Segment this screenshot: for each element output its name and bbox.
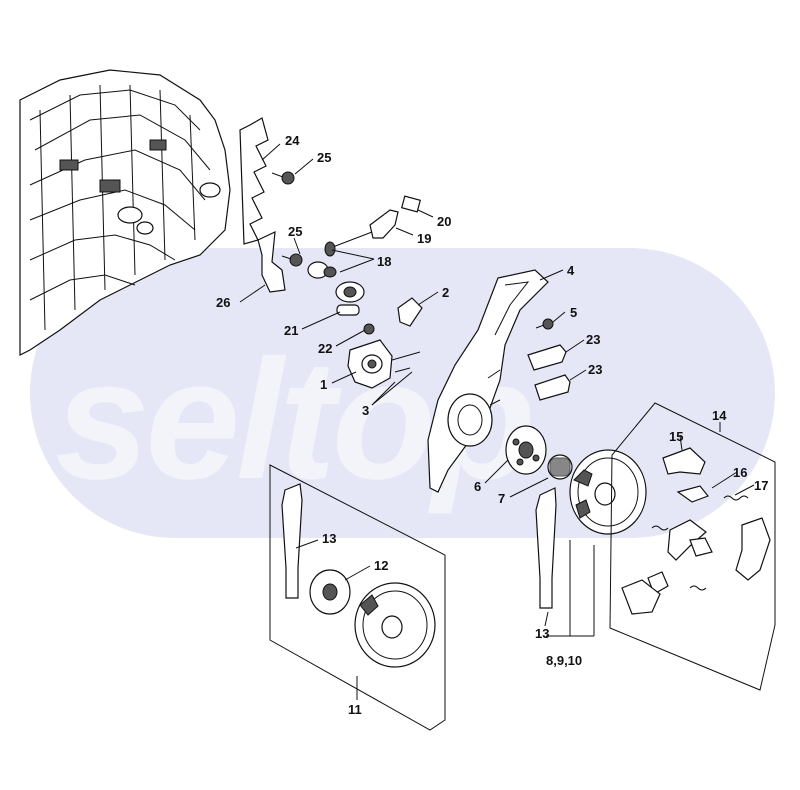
clutch-kit-box [609,402,776,691]
callout-23: 23 [588,362,602,377]
engine-housing [19,69,231,356]
callout-16: 16 [733,465,747,480]
oil-pump-part [335,281,365,316]
callout-13: 13 [322,531,336,546]
callout-6: 6 [474,479,481,494]
chain-catcher-part [239,117,269,245]
worm-gear-part [307,231,373,279]
sliding-plate-part [534,374,571,401]
bracket-part [257,231,286,293]
callout-23: 23 [586,332,600,347]
callout-1: 1 [320,377,327,392]
callout-12: 12 [374,558,388,573]
callout-7: 7 [498,491,505,506]
clip-part [400,195,422,213]
chain-tensioner-rod-part [535,487,557,609]
needle-cage-part [547,454,573,480]
clutch-drum-part [569,449,647,535]
callout-20: 20 [437,214,451,229]
spur-sprocket-part [505,425,547,475]
callout-19: 19 [417,231,431,246]
callout-18: 18 [377,254,391,269]
screw-part [281,253,303,267]
sliding-plate-part [527,344,567,371]
callout-22: 22 [318,341,332,356]
callout-26: 26 [216,295,230,310]
callout-14: 14 [712,408,727,423]
callout-3: 3 [362,403,369,418]
screw-part [363,323,375,335]
callout-17: 17 [754,478,768,493]
oil-pump-lever-part [369,209,399,239]
callout-4: 4 [567,263,575,278]
callout-11: 11 [348,702,362,717]
callout-2: 2 [442,285,449,300]
sprocket-cover-part [427,269,549,493]
pump-piston-part [397,297,423,327]
clutch-drum-part [354,582,436,668]
callout-13: 13 [535,626,549,641]
callout-5: 5 [570,305,577,320]
screw-part [535,318,554,330]
callout-15: 15 [669,429,683,444]
callout-21: 21 [284,323,298,338]
spur-sprocket-part [309,569,351,615]
oil-pump-body-part [347,339,421,389]
clutch-assembly-box [269,464,446,731]
leader-lines [239,143,755,700]
callout-25: 25 [317,150,331,165]
screw-part [271,171,295,185]
callout-8-9-10: 8,9,10 [546,653,582,668]
callout-25: 25 [288,224,302,239]
callout-24: 24 [285,133,300,148]
